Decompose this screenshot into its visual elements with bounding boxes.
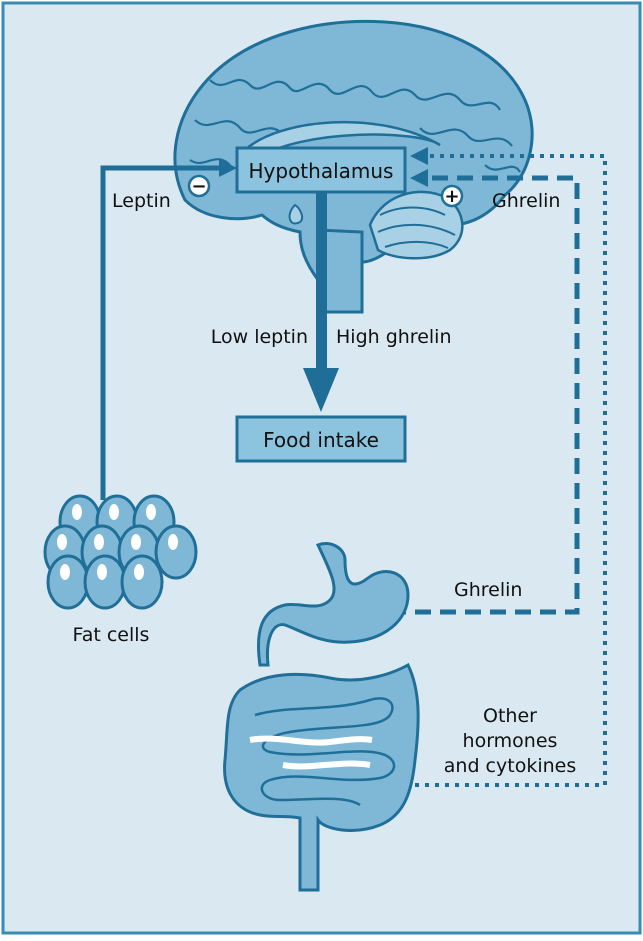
- food-intake-node: Food intake: [237, 417, 405, 461]
- low-leptin-label: Low leptin: [211, 326, 308, 348]
- fat-cells-label: Fat cells: [73, 624, 150, 646]
- stimulation-marker: +: [442, 186, 462, 207]
- high-ghrelin-label: High ghrelin: [336, 326, 452, 348]
- plus-sign: +: [444, 186, 459, 207]
- other-hormones-label-line1: Other: [483, 705, 537, 727]
- stomach-ghrelin-label: Ghrelin: [454, 579, 522, 601]
- food-intake-label: Food intake: [263, 428, 379, 452]
- leptin-label: Leptin: [112, 190, 171, 212]
- ghrelin-label: Ghrelin: [492, 190, 560, 212]
- other-hormones-label-line3: and cytokines: [444, 755, 576, 777]
- hypothalamus-label: Hypothalamus: [249, 159, 394, 183]
- minus-sign: −: [191, 176, 206, 197]
- other-hormones-label-line2: hormones: [463, 730, 558, 752]
- hypothalamus-node: Hypothalamus: [237, 148, 405, 192]
- inhibition-marker: −: [189, 176, 209, 197]
